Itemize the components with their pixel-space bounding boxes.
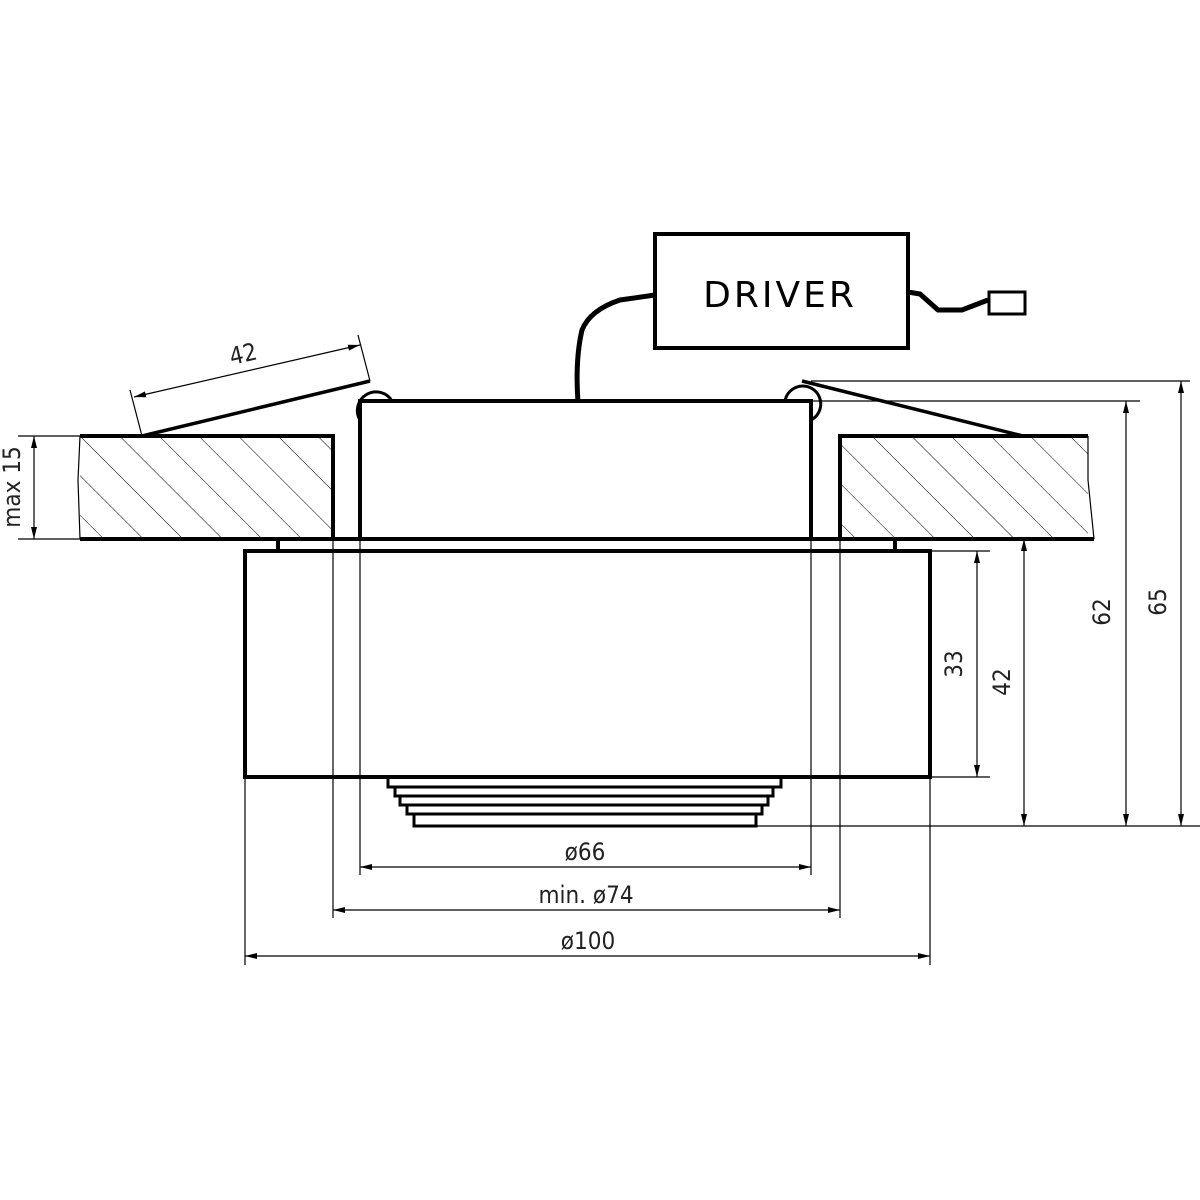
dim-height-62: 62 <box>1088 401 1129 826</box>
trim-ring <box>243 549 932 779</box>
spring-clip-right <box>783 379 1024 438</box>
lamp-housing <box>358 399 813 541</box>
spring-clip-left <box>141 379 394 438</box>
svg-text:min. ø74: min. ø74 <box>538 881 633 909</box>
driver-cable <box>574 292 656 403</box>
dim-diameter-66: ø66 <box>360 838 811 870</box>
dim-body-33: 33 <box>940 551 980 777</box>
dim-spring-42: 42 <box>129 334 371 437</box>
ceiling-right <box>838 434 1095 541</box>
dim-visible-42: 42 <box>988 539 1027 826</box>
dim-total-65: 65 <box>1144 381 1184 826</box>
svg-text:max 15: max 15 <box>0 446 26 527</box>
stepped-lens <box>386 775 783 828</box>
svg-text:62: 62 <box>1088 598 1116 625</box>
dim-diameter-100: ø100 <box>245 927 930 959</box>
svg-text:42: 42 <box>988 668 1016 695</box>
dim-cutout-74: min. ø74 <box>333 881 840 913</box>
svg-text:42: 42 <box>227 337 260 370</box>
connector-block <box>987 290 1027 316</box>
svg-text:33: 33 <box>940 650 968 677</box>
driver-label: DRIVER <box>703 275 857 316</box>
supply-cable <box>907 289 989 313</box>
svg-text:ø66: ø66 <box>565 838 606 866</box>
svg-text:65: 65 <box>1144 588 1172 615</box>
ceiling-left <box>77 434 335 541</box>
svg-text:ø100: ø100 <box>561 927 615 955</box>
driver-unit: DRIVER <box>574 232 1027 403</box>
dim-max-15: max 15 <box>0 436 37 539</box>
